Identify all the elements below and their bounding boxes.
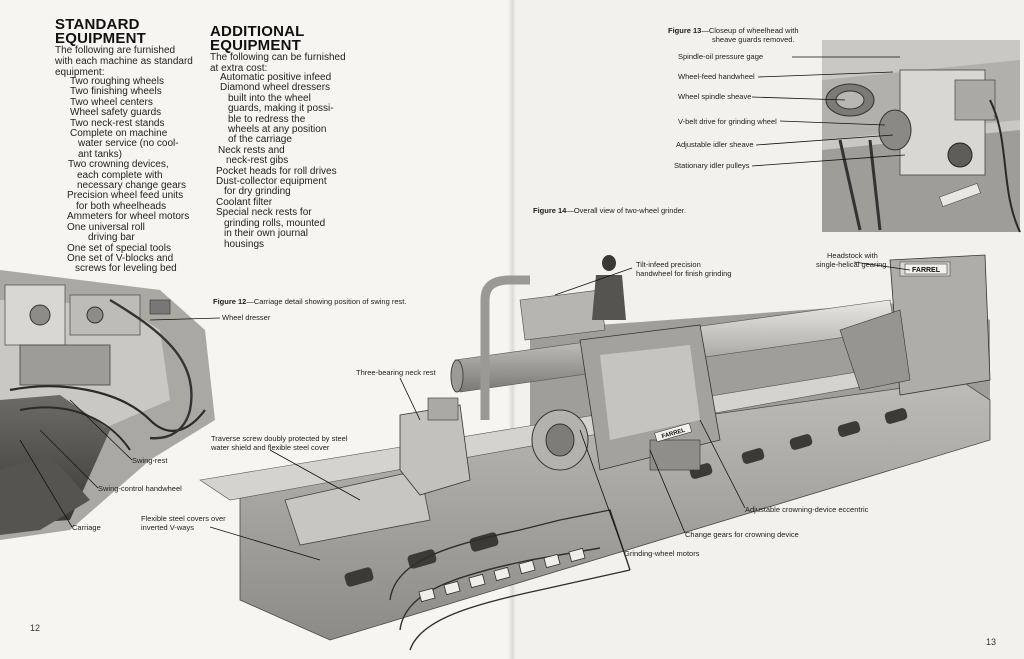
label-wheel-dresser: Wheel dresser	[222, 313, 271, 322]
list-item: Two roughing wheels	[70, 76, 164, 87]
figure-12-carriage-photo	[0, 270, 215, 540]
list-item: Two crowning devices,	[68, 159, 169, 171]
list-item: in their own journal	[224, 228, 308, 240]
additional-equipment-heading: ADDITIONAL EQUIPMENT	[210, 23, 305, 54]
list-item: driving bar	[88, 232, 135, 244]
figure-14-caption: Figure 14—Overall view of two-wheel grin…	[533, 206, 686, 215]
brand-plate-text: FARREL	[912, 267, 941, 274]
list-item: grinding rolls, mounted	[224, 217, 326, 229]
label-three-bearing-neck-rest: Three-bearing neck rest	[356, 368, 436, 377]
standard-equipment-heading: STANDARD EQUIPMENT	[55, 16, 146, 47]
label-adjustable-idler-sheave: Adjustable idler sheave	[676, 140, 754, 149]
list-item: ble to redress the	[228, 113, 306, 125]
cable-chain	[389, 509, 631, 651]
list-item: screws for leveling bed	[75, 263, 177, 275]
label-swing-control-handwheel: Swing-control handwheel	[98, 484, 182, 493]
list-item: water service (no cool-	[78, 138, 179, 150]
list-item: Automatic positive infeed	[220, 72, 332, 83]
label-carriage: Carriage	[72, 523, 101, 532]
list-item: Two wheel centers	[70, 96, 153, 108]
label-spindle-oil-pressure-gage: Spindle-oil pressure gage	[678, 52, 764, 61]
list-item: guards, making it possi-	[228, 103, 334, 115]
page-gutter	[508, 0, 516, 659]
list-item: Dust-collector equipment	[216, 176, 327, 188]
figure-12-caption: Figure 12—Carriage detail showing positi…	[213, 297, 407, 306]
list-item: built into the wheel	[228, 92, 311, 104]
label-traverse-screw: Traverse screw doubly protected by steel…	[211, 434, 348, 452]
label-flexible-steel-covers: Flexible steel covers over inverted V-wa…	[141, 514, 226, 532]
figure-14-grinder-photo	[199, 254, 991, 651]
list-item: Special neck rests for	[216, 207, 312, 219]
label-change-gears: Change gears for crowning device	[685, 530, 799, 539]
list-item: Neck rests and	[218, 144, 285, 156]
label-headstock: Headstock with single-helical gearing	[816, 251, 887, 269]
list-item: Pocket heads for roll drives	[216, 165, 337, 177]
label-leader-lines	[19, 56, 911, 561]
standard-equipment-list: Two roughing wheels Two finishing wheels…	[55, 76, 190, 275]
standard-equipment-intro: The following are furnished with each ma…	[55, 45, 193, 78]
additional-equipment-intro: The following can be furnished at extra …	[210, 52, 346, 74]
label-wheel-feed-handwheel: Wheel-feed handwheel	[678, 72, 755, 81]
list-item: One set of special tools	[67, 242, 171, 254]
list-item: Two neck-rest stands	[70, 117, 165, 129]
page-number-right: 13	[986, 637, 997, 647]
list-item: ant tanks)	[78, 148, 122, 160]
page-number-left: 12	[30, 623, 41, 633]
list-item: Two finishing wheels	[70, 86, 162, 98]
list-item: Precision wheel feed units	[67, 190, 184, 202]
list-item: Diamond wheel dressers	[220, 82, 331, 94]
label-adjustable-crowning-device: Adjustable crowning-device eccentric	[745, 505, 869, 514]
brand-plate-headstock: FARREL	[904, 263, 948, 275]
list-item: neck-rest gibs	[226, 155, 289, 167]
figure-13-caption: Figure 13—Closeup of wheelhead with shea…	[668, 26, 799, 44]
list-item: each complete with	[77, 169, 163, 181]
figure-13-wheelhead-photo	[822, 40, 1021, 233]
list-item: of the carriage	[228, 134, 292, 146]
label-grinding-wheel-motors: Grinding-wheel motors	[624, 549, 700, 558]
label-tilt-infeed-handwheel: Tilt-infeed precision handwheel for fini…	[636, 260, 732, 278]
label-v-belt-drive: V-belt drive for grinding wheel	[678, 117, 777, 126]
list-item: Complete on machine	[70, 128, 168, 140]
list-item: housings	[224, 238, 265, 250]
list-item: for both wheelheads	[76, 200, 167, 212]
label-stationary-idler-pulleys: Stationary idler pulleys	[674, 161, 750, 170]
list-item: wheels at any position	[228, 124, 327, 136]
list-item: One universal roll	[67, 221, 145, 233]
list-item: necessary change gears	[77, 180, 186, 192]
label-swing-rest: Swing-rest	[132, 456, 168, 465]
list-item: Ammeters for wheel motors	[67, 211, 190, 223]
list-item: for dry grinding	[224, 186, 291, 198]
list-item: One set of V-blocks and	[67, 252, 174, 264]
additional-equipment-list: Automatic positive infeed Diamond wheel …	[210, 72, 337, 250]
label-wheel-spindle-sheave: Wheel spindle sheave	[678, 92, 752, 101]
list-item: Wheel safety guards	[70, 107, 162, 119]
list-item: Coolant filter	[216, 196, 273, 208]
